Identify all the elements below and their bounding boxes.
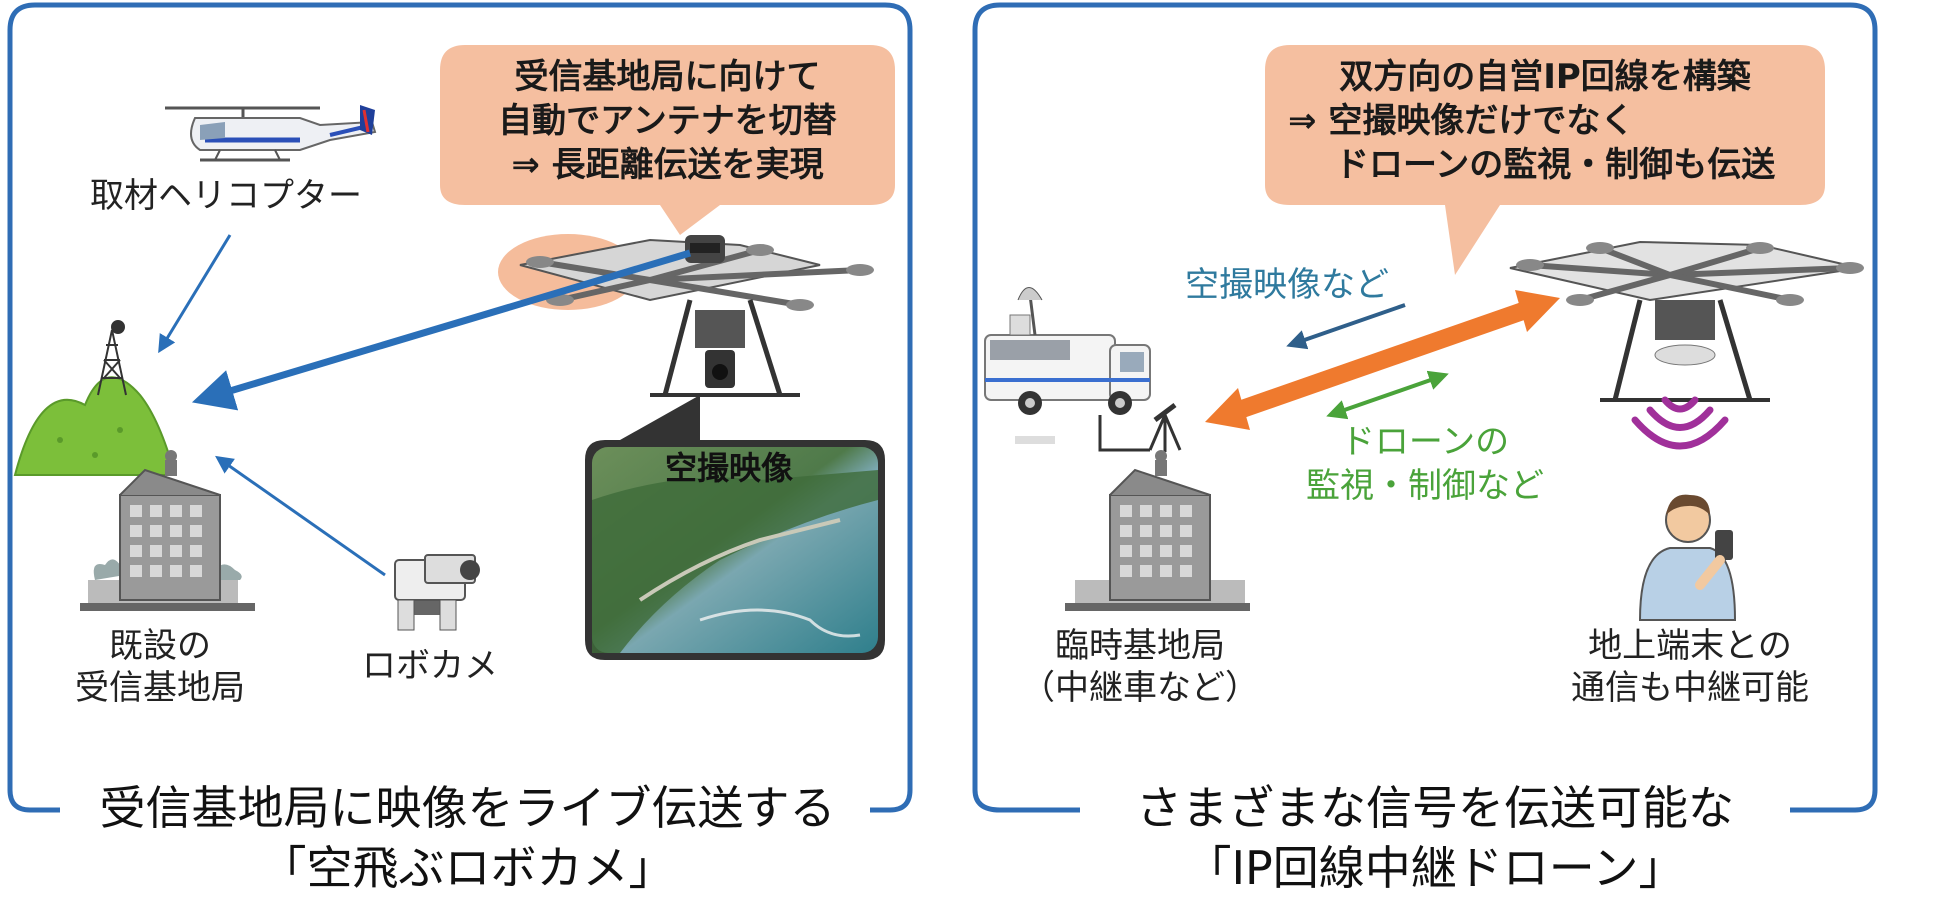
- receiving-station-label-2: 受信基地局: [75, 668, 245, 708]
- video-flow-label: 空撮映像など: [1185, 265, 1389, 305]
- left-title-line-2: 「空飛ぶロボカメ」: [260, 841, 675, 895]
- ip-link-double-arrow: [1222, 296, 1543, 424]
- left-callout-line-3: ⇒ 長距離伝送を実現: [511, 145, 824, 185]
- aerial-photo-label: 空撮映像: [665, 449, 794, 487]
- temporary-station-building-icon: [1065, 450, 1250, 611]
- drone-to-station-arrow: [191, 249, 692, 411]
- temporary-station-label-2: （中継車など）: [1021, 668, 1259, 708]
- ground-antenna-icon: [1098, 403, 1182, 452]
- ip-link-arrowhead-right: [1515, 290, 1560, 332]
- helicopter-to-station-arrow: [158, 234, 232, 354]
- control-flow-label-2: 監視・制御など: [1306, 466, 1544, 506]
- control-flow-arrow: [1326, 370, 1449, 420]
- right-callout-bubble: [1265, 45, 1825, 275]
- right-panel-border: [972, 2, 1878, 813]
- right-title-line-2: 「IP回線中継ドローン」: [1185, 841, 1685, 895]
- video-flow-arrow: [1286, 303, 1406, 350]
- right-callout-line-3: ドローンの監視・制御も伝送: [1335, 145, 1776, 185]
- helicopter-label: 取材ヘリコプター: [90, 176, 362, 216]
- wireless-signal-icon: [1631, 396, 1729, 450]
- aerial-photo: [585, 395, 885, 660]
- left-callout-line-2: 自動でアンテナを切替: [498, 101, 837, 141]
- robocam-label: ロボカメ: [362, 646, 498, 686]
- ground-terminal-label-1: 地上端末との: [1588, 626, 1792, 666]
- left-panel-border: [7, 2, 913, 813]
- receiving-station-label-1: 既設の: [109, 626, 211, 666]
- right-callout-line-2: ⇒ 空撮映像だけでなく: [1288, 101, 1635, 141]
- temporary-station-label-1: 臨時基地局: [1055, 626, 1225, 666]
- relay-van-icon: [984, 287, 1151, 444]
- robocam-icon: [394, 554, 480, 631]
- right-title-line-1: さまざまな信号を伝送可能な: [1080, 780, 1790, 836]
- left-callout-bubble: [440, 45, 895, 235]
- helicopter-icon: [165, 105, 377, 162]
- ip-link-arrowhead-left: [1205, 388, 1250, 430]
- control-flow-label-1: ドローンの: [1340, 422, 1510, 462]
- ground-terminal-label-2: 通信も中継可能: [1571, 668, 1809, 708]
- robocam-to-station-arrow: [215, 455, 386, 577]
- right-callout-line-1: 双方向の自営IP回線を構築: [1339, 57, 1751, 97]
- left-callout-line-1: 受信基地局に向けて: [514, 57, 821, 97]
- left-title-line-1: 受信基地局に映像をライブ伝送する: [75, 780, 860, 836]
- receiving-station-building-icon: [80, 450, 255, 611]
- person-with-phone-icon: [1638, 494, 1737, 621]
- right-drone-icon: [1509, 240, 1864, 402]
- antenna-tower-icon: [97, 320, 127, 396]
